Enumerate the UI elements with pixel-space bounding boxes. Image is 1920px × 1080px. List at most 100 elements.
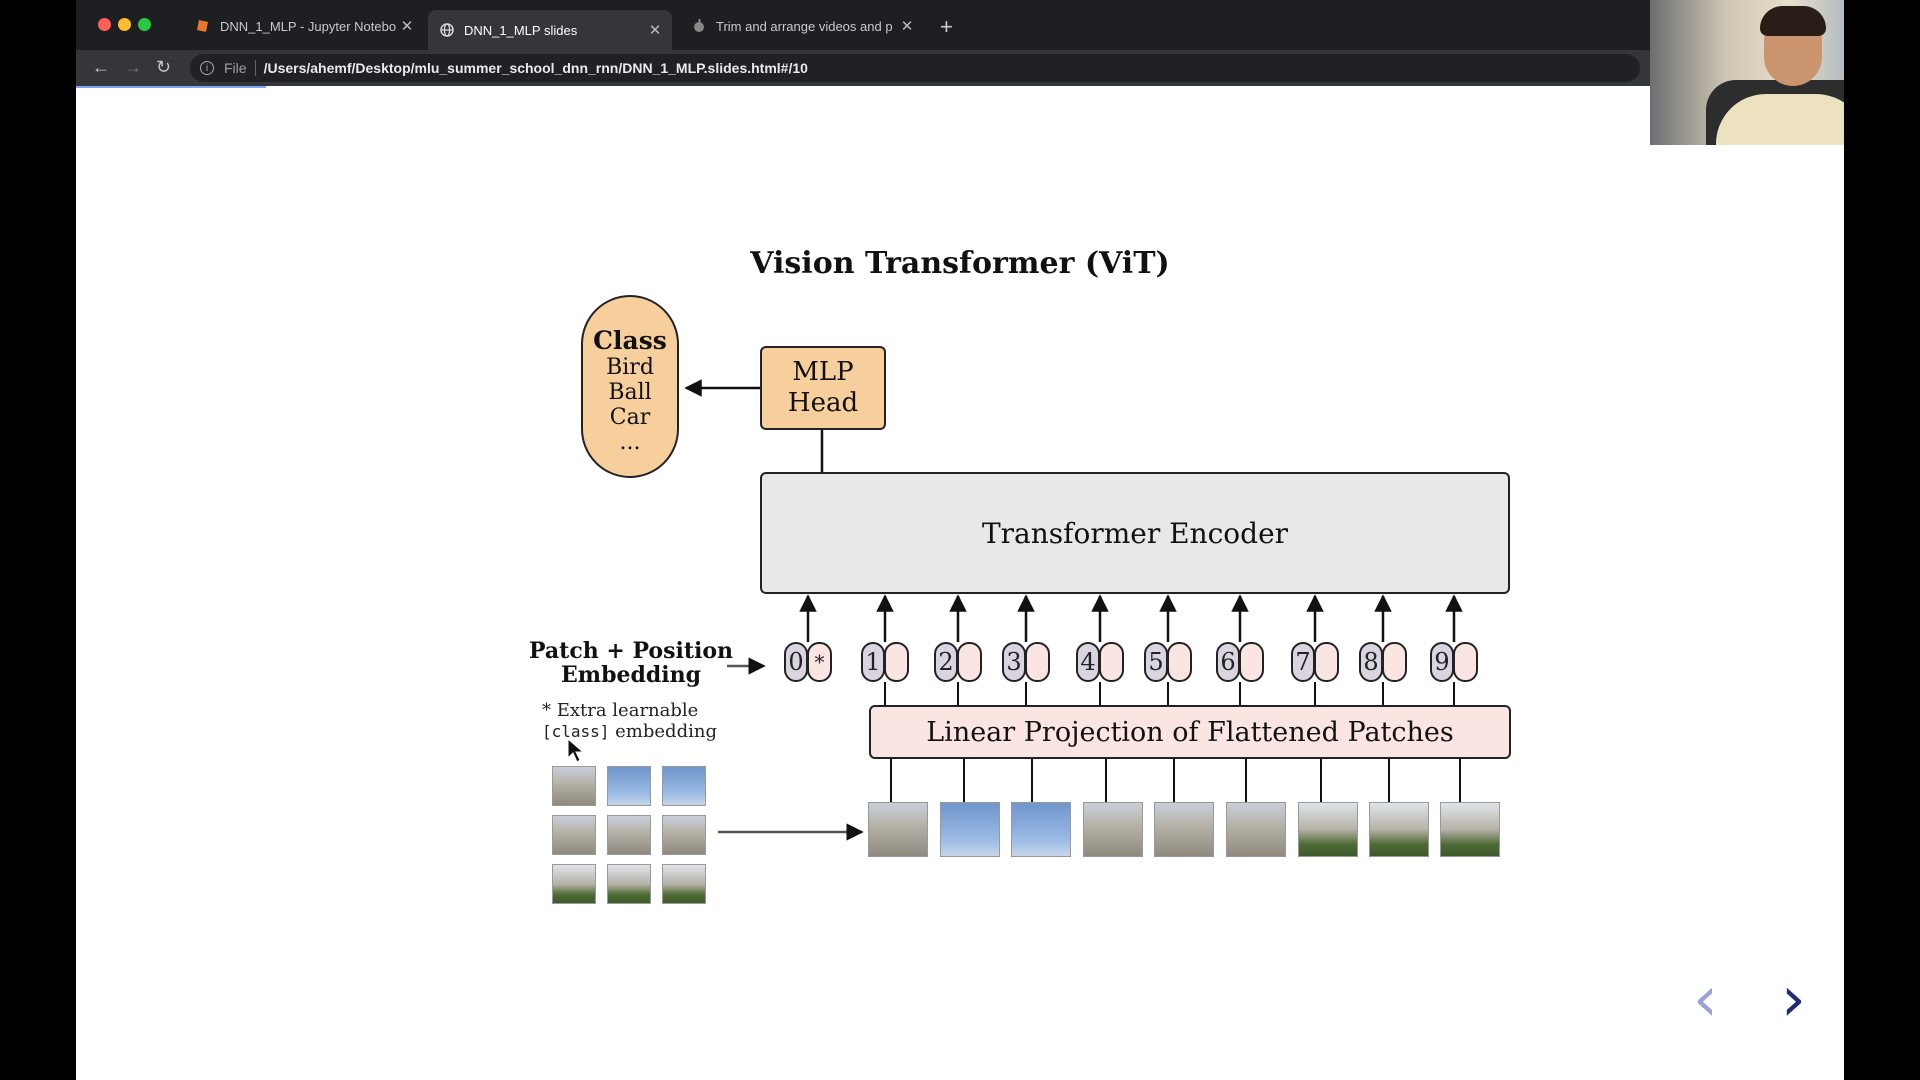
embedding-token: 6 [1216,642,1264,682]
patch-to-projection-lines [884,682,1461,802]
embedding-token: 9 [1430,642,1478,682]
mlp-head-line2: Head [787,388,859,418]
tab-trim-videos[interactable]: Trim and arrange videos and p ✕ [680,10,924,42]
back-arrow-icon[interactable]: ← [92,57,110,77]
token-index: 2 [934,642,958,682]
embedding-token: 8 [1359,642,1407,682]
sequence-patch-thumbnail [940,802,1000,857]
next-slide-button[interactable]: › [1781,962,1806,1035]
sequence-patch-thumbnail [1369,802,1429,857]
class-output-box: Class Bird Ball Car ... [581,295,679,478]
image-patch-thumbnail [662,766,706,806]
sequence-patch-thumbnail [1298,802,1358,857]
token-position-embedding [1382,642,1407,682]
tab-label: DNN_1_MLP - Jupyter Notebo [220,18,397,34]
url-text: /Users/ahemf/Desktop/mlu_summer_school_d… [263,60,808,76]
embedding-token: 5 [1144,642,1192,682]
jupyter-icon [196,19,210,33]
token-position-embedding [1239,642,1264,682]
close-tab-icon[interactable]: ✕ [400,18,414,35]
linear-projection-box: Linear Projection of Flattened Patches [869,705,1511,759]
token-position-embedding: * [807,642,832,682]
embedding-token: 1 [861,642,909,682]
apple-icon [692,19,706,33]
class-item: Ball [608,380,652,405]
image-patch-thumbnail [552,864,596,904]
tab-bar: DNN_1_MLP - Jupyter Notebo ✕ DNN_1_MLP s… [76,0,1844,50]
image-patch-thumbnail [662,864,706,904]
slide-title: Vision Transformer (ViT) [750,246,1170,281]
embedding-label-line1: Patch + Position [528,638,734,664]
note-line2: [class] embedding [542,721,717,742]
tab-label: Trim and arrange videos and p [716,18,893,34]
sequence-patch-thumbnail [1440,802,1500,857]
webcam-overlay [1650,0,1844,145]
sequence-patch-thumbnail [1154,802,1214,857]
url-field[interactable]: i File /Users/ahemf/Desktop/mlu_summer_s… [190,54,1640,82]
token-to-encoder-arrows [799,594,1463,642]
class-item: Bird [606,355,654,380]
token-index: 4 [1076,642,1100,682]
minimize-window-button[interactable] [118,18,131,31]
slide-progress-bar [76,86,266,88]
close-tab-icon[interactable]: ✕ [648,22,662,39]
info-icon[interactable]: i [200,61,214,75]
class-item: Car [609,405,651,430]
browser-window: DNN_1_MLP - Jupyter Notebo ✕ DNN_1_MLP s… [76,0,1844,1080]
mlp-head-line1: MLP [792,357,854,387]
token-index: 9 [1430,642,1454,682]
sequence-patch-thumbnail [868,802,928,857]
note-code: [class] [542,722,610,741]
token-index: 7 [1291,642,1315,682]
embedding-label: Patch + Position Embedding [521,639,741,687]
note-line1: * Extra learnable [542,700,699,721]
embedding-token: 0* [784,642,832,682]
sequence-patch-thumbnail [1083,802,1143,857]
token-position-embedding [1025,642,1050,682]
slide-content: Vision Transformer (ViT) Class Bird Ball… [76,88,1844,1080]
tab-jupyter[interactable]: DNN_1_MLP - Jupyter Notebo ✕ [184,10,424,42]
globe-icon [440,23,454,37]
transformer-encoder-box: Transformer Encoder [760,472,1510,594]
token-index: 0 [784,642,808,682]
close-tab-icon[interactable]: ✕ [900,18,914,35]
embedding-token: 3 [1002,642,1050,682]
token-index: 1 [861,642,885,682]
diagram-connectors [684,379,1463,841]
class-heading: Class [593,326,667,355]
token-index: 6 [1216,642,1240,682]
class-token-note: * Extra learnable [class] embedding [542,700,717,742]
mouse-cursor-icon [567,738,584,763]
image-patch-thumbnail [552,766,596,806]
embedding-token: 4 [1076,642,1124,682]
token-index: 3 [1002,642,1026,682]
token-position-embedding [1314,642,1339,682]
embedding-token: 2 [934,642,982,682]
token-position-embedding [884,642,909,682]
address-bar: ← → ↻ i File /Users/ahemf/Desktop/mlu_su… [76,50,1844,86]
sequence-patch-thumbnail [1011,802,1071,857]
forward-arrow-icon[interactable]: → [124,57,142,77]
note-line2-text: embedding [609,721,717,742]
class-item: ... [619,430,641,455]
image-patch-thumbnail [662,815,706,855]
sequence-patch-thumbnail [1226,802,1286,857]
mlp-head-box: MLP Head [760,346,886,430]
close-window-button[interactable] [98,18,111,31]
token-position-embedding [957,642,982,682]
token-position-embedding [1167,642,1192,682]
image-patch-thumbnail [607,815,651,855]
tab-slides[interactable]: DNN_1_MLP slides ✕ [428,10,672,50]
reload-icon[interactable]: ↻ [156,57,172,77]
token-position-embedding [1453,642,1478,682]
token-position-embedding [1099,642,1124,682]
image-patch-thumbnail [607,864,651,904]
image-patch-thumbnail [552,815,596,855]
embedding-label-line2: Embedding [561,662,701,688]
token-index: 8 [1359,642,1383,682]
zoom-window-button[interactable] [138,18,151,31]
prev-slide-button[interactable]: ‹ [1693,962,1718,1035]
embedding-token: 7 [1291,642,1339,682]
new-tab-icon[interactable]: + [940,14,953,39]
token-index: 5 [1144,642,1168,682]
